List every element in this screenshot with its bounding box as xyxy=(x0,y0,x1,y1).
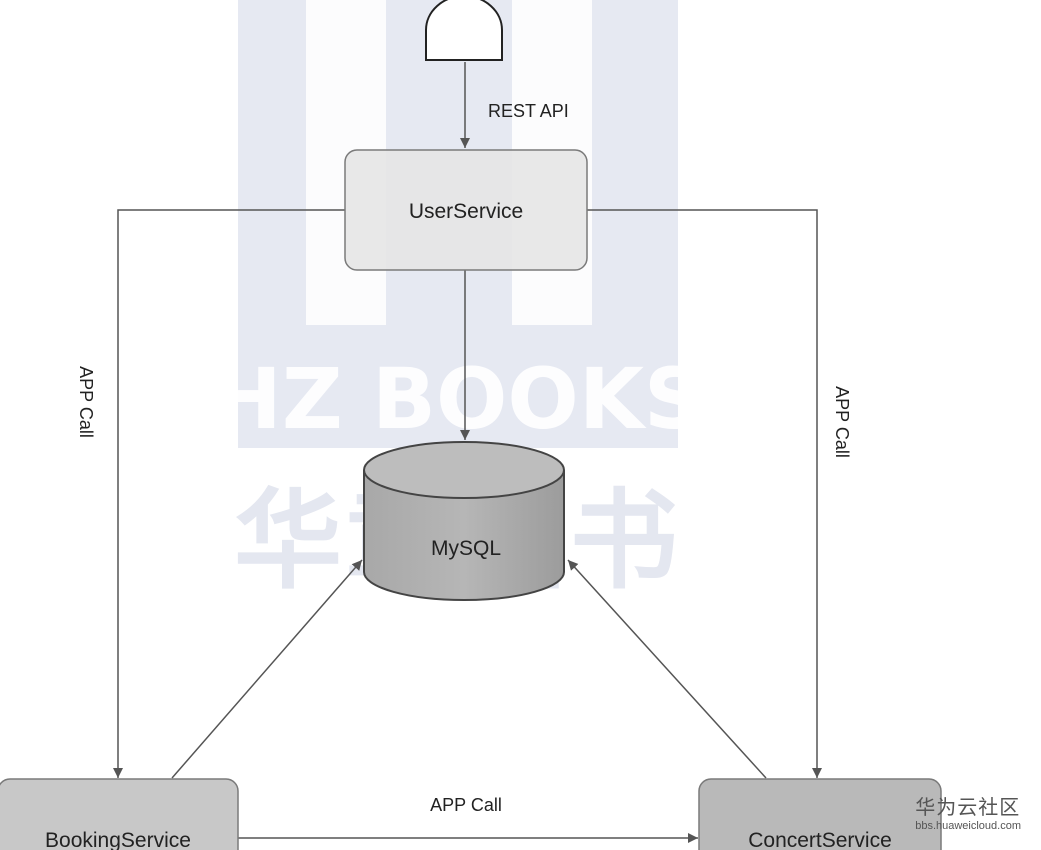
userservice-label: UserService xyxy=(409,200,523,223)
edge-label-app-call-left: APP Call xyxy=(76,366,96,438)
edge-label-app-call-bottom: APP Call xyxy=(430,795,502,815)
bookingservice-label: BookingService xyxy=(45,829,191,850)
bookingservice-box xyxy=(0,778,239,850)
huaweicloud-watermark: 华为云社区 bbs.huaweicloud.com xyxy=(915,797,1021,832)
edge-labels: REST API APP Call APP Call APP Call xyxy=(76,101,852,815)
node-concertservice[interactable]: ConcertService xyxy=(698,778,942,850)
watermark-title: HZ BOOKS xyxy=(212,350,705,448)
huaweicloud-url: bbs.huaweicloud.com xyxy=(915,820,1021,832)
edge-label-rest-api: REST API xyxy=(488,101,569,121)
edge-userservice-to-bookingservice xyxy=(113,209,345,778)
edge-label-app-call-right: APP Call xyxy=(832,386,852,458)
mysql-cylinder-top xyxy=(363,441,565,499)
edge-concertservice-to-mysql xyxy=(567,559,767,779)
huaweicloud-brand: 华为云社区 xyxy=(915,795,1021,819)
edge-bookingservice-to-mysql xyxy=(171,559,363,779)
client-shape xyxy=(425,0,503,61)
mysql-label: MySQL xyxy=(431,537,501,560)
client-actor[interactable] xyxy=(425,0,503,61)
userservice-box xyxy=(344,149,588,271)
edge-userservice-to-concertservice xyxy=(587,209,822,778)
node-bookingservice[interactable]: BookingService xyxy=(0,778,239,850)
concertservice-box xyxy=(698,778,942,850)
concertservice-label: ConcertService xyxy=(748,829,892,850)
node-userservice[interactable]: UserService xyxy=(344,149,588,271)
edges xyxy=(113,62,822,843)
mysql-cylinder-body xyxy=(363,470,565,601)
node-mysql[interactable]: MySQL xyxy=(363,441,565,601)
